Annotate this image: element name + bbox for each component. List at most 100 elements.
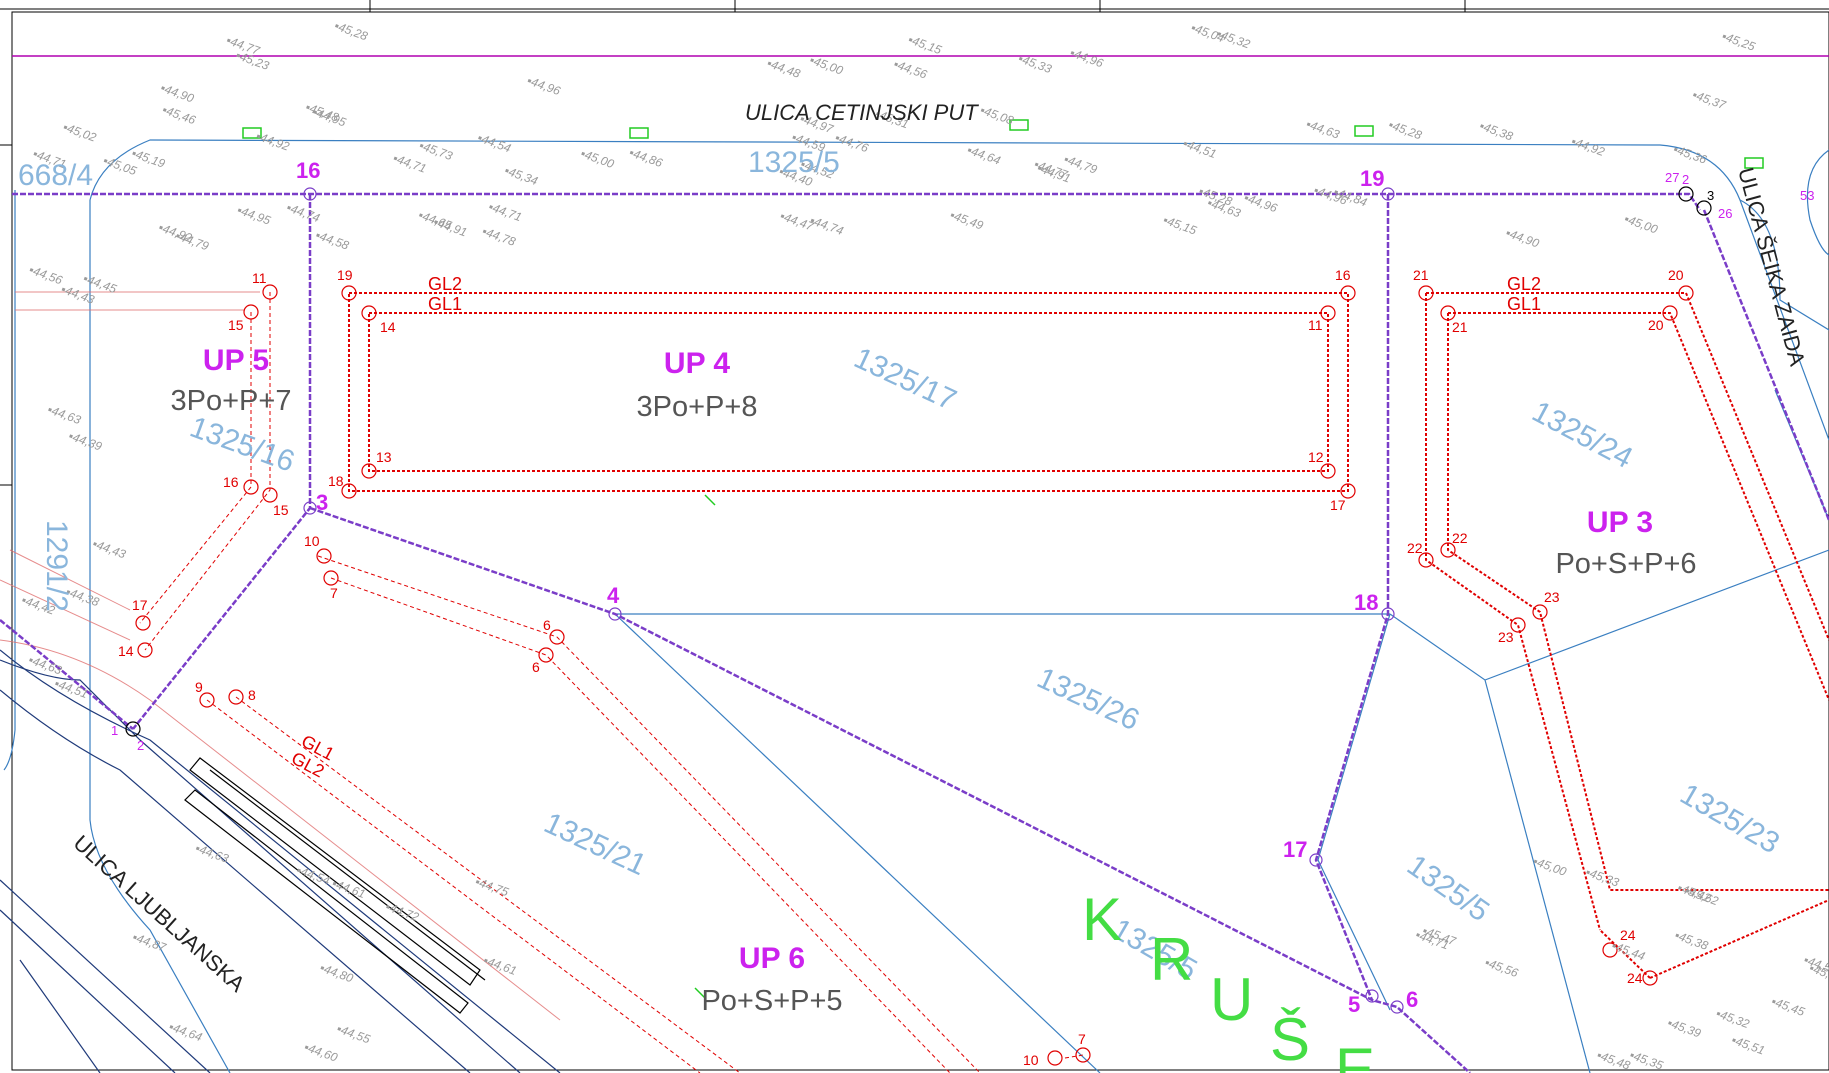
boundary-point-label: 3	[316, 490, 328, 515]
building-point-label: 20	[1648, 317, 1664, 333]
street-label-east: ULICA ŠEIKA ZAIDA	[1733, 165, 1810, 369]
building-point-label: 22	[1407, 540, 1423, 556]
elevation-label: ▪45,45	[1770, 994, 1807, 1019]
building-point-label: 16	[1335, 267, 1351, 283]
zone-label-up4: UP 4	[664, 347, 730, 380]
building-point-label: 20	[1668, 267, 1684, 283]
elevation-label: ▪45,49	[948, 208, 985, 233]
building-point-label: 14	[380, 319, 396, 335]
zone-formula-up6: Po+S+P+5	[701, 985, 842, 1017]
building-point-label: 15	[228, 317, 244, 333]
elevation-label: ▪44,39	[67, 429, 104, 454]
boundary-point-label: 2	[1682, 172, 1689, 187]
elevation-label: ▪45,02	[61, 120, 98, 145]
zone-labels: UP 5 3Po+P+7 UP 4 3Po+P+8 UP 3 Po+S+P+6 …	[171, 344, 1697, 1017]
zone-formula-up4: 3Po+P+8	[637, 391, 758, 423]
elevation-label: ▪44,56	[892, 57, 929, 82]
boundary-point-label: 2	[137, 738, 144, 753]
building-point-label: 15	[273, 502, 289, 518]
building-point-label: 11	[1308, 317, 1323, 333]
elevation-label: ▪44,71	[487, 199, 524, 224]
boundary-point-markers	[303, 187, 1404, 1014]
elevation-label: ▪45,33	[1584, 865, 1621, 890]
gl-label: GL2	[428, 274, 462, 294]
elevation-label: ▪45,56	[1483, 955, 1520, 980]
building-point-label: 10	[1023, 1052, 1039, 1068]
parcel-label: 1325/17	[849, 341, 961, 417]
elevation-label: ▪44,90	[159, 81, 196, 106]
street-label-north: ULICA CETINJSKI PUT	[745, 100, 979, 125]
building-point-label: 19	[337, 267, 353, 283]
street-ljubljanska-lines	[0, 649, 561, 1073]
elevation-label: ▪44,96	[525, 73, 562, 98]
elevation-label: ▪44,74	[285, 200, 322, 225]
elevation-label: ▪45,35	[1628, 1048, 1665, 1073]
elevation-label: ▪44,48	[765, 56, 802, 81]
building-point-labels: 19 16 14 11 13 12 18 17 21 20 21 20 22 2…	[118, 267, 1684, 1068]
boundary-point-label: 17	[1283, 837, 1307, 862]
building-point-label: 12	[1308, 449, 1324, 465]
parcel-label: 1325/21	[539, 806, 651, 882]
building-lines	[348, 292, 1829, 979]
elevation-label: ▪45,51	[1730, 1033, 1767, 1058]
elevation-label: ▪45,25	[1720, 29, 1757, 54]
elevation-label: ▪44,72	[384, 899, 421, 924]
zone-formula-up3: Po+S+P+6	[1555, 548, 1696, 580]
building-point-label: 17	[1330, 497, 1346, 513]
elevation-label: ▪44,64	[965, 143, 1002, 168]
building-point-label: 24	[1627, 970, 1643, 986]
building-point-label: 13	[376, 449, 392, 465]
building-point-label: 7	[330, 585, 338, 601]
boundary-point-label: 18	[1354, 590, 1378, 615]
parcel-label: 1291/2	[40, 520, 73, 612]
elevation-label: ▪44,51	[1181, 136, 1218, 161]
elevation-label: ▪45,38	[1478, 119, 1515, 144]
elevation-label: ▪45,39	[1666, 1016, 1703, 1041]
building-point-label: 18	[328, 473, 344, 489]
gl-label: GL1	[428, 294, 462, 314]
building-point-label: 7	[1078, 1031, 1086, 1047]
green-lettering: K R U Š E	[1082, 886, 1375, 1073]
green-symbols	[242, 119, 1764, 999]
elevation-label: ▪45,37	[1691, 87, 1729, 112]
elevation-label: ▪44,55	[335, 1021, 372, 1046]
zone-boundaries	[0, 192, 1829, 1073]
building-point-label: 16	[223, 474, 239, 490]
boundary-point-label: 26	[1718, 206, 1732, 221]
building-point-label: 6	[532, 659, 540, 675]
zone-formula-up5: 3Po+P+7	[171, 385, 292, 417]
elevation-label: ▪45,62	[1683, 883, 1720, 908]
building-point-label: 9	[195, 679, 203, 695]
gl-label: GL1	[1507, 294, 1541, 314]
zone-label-up5: UP 5	[203, 344, 269, 377]
parcel-labels: 1325/5 1325/17 1325/16 1291/2 1325/24 13…	[18, 146, 1785, 987]
elevation-label: ▪44,43	[91, 536, 128, 561]
elevation-label: ▪45,00	[1622, 212, 1659, 237]
elevation-label: ▪44,86	[627, 145, 664, 170]
building-point-label: 10	[304, 533, 320, 549]
elevation-label: ▪45,46	[160, 102, 197, 127]
boundary-point-label: 19	[1360, 166, 1384, 191]
boundary-point-label: 6	[1406, 987, 1418, 1012]
elevation-label: ▪45,32	[1714, 1006, 1751, 1031]
elevation-label: ▪44,60	[302, 1040, 339, 1065]
building-point-label: 22	[1452, 530, 1468, 546]
elevation-label: ▪44,63	[1304, 117, 1341, 142]
parcel-label: 1325/23	[1675, 777, 1785, 860]
elevation-label: ▪44,58	[314, 228, 351, 253]
elevation-label: ▪45,15	[1161, 213, 1198, 238]
elevation-labels: ▪44,56▪44,77▪45,00▪44,90▪44,96▪44,96▪45,…	[20, 18, 1829, 1072]
green-letter-k: K	[1082, 886, 1122, 953]
boundary-point-label: 1	[111, 723, 118, 738]
building-point-label: 6	[543, 617, 551, 633]
survey-point-markers	[125, 186, 1712, 737]
green-letter-r: R	[1150, 926, 1193, 993]
elevation-label: ▪45,38	[1673, 928, 1710, 953]
elevation-label: ▪45,15	[906, 32, 943, 57]
parcel-lines	[3, 139, 1829, 1073]
building-line-labels: GL2 GL1 GL2 GL1 GL1 GL2	[288, 274, 1541, 782]
elevation-label: ▪44,80	[318, 960, 355, 985]
building-point-label: 8	[248, 687, 256, 703]
boundary-point-labels: 16 19 3 4 18 17 5 6 1 2 2 3 27 26 53	[111, 158, 1814, 1017]
